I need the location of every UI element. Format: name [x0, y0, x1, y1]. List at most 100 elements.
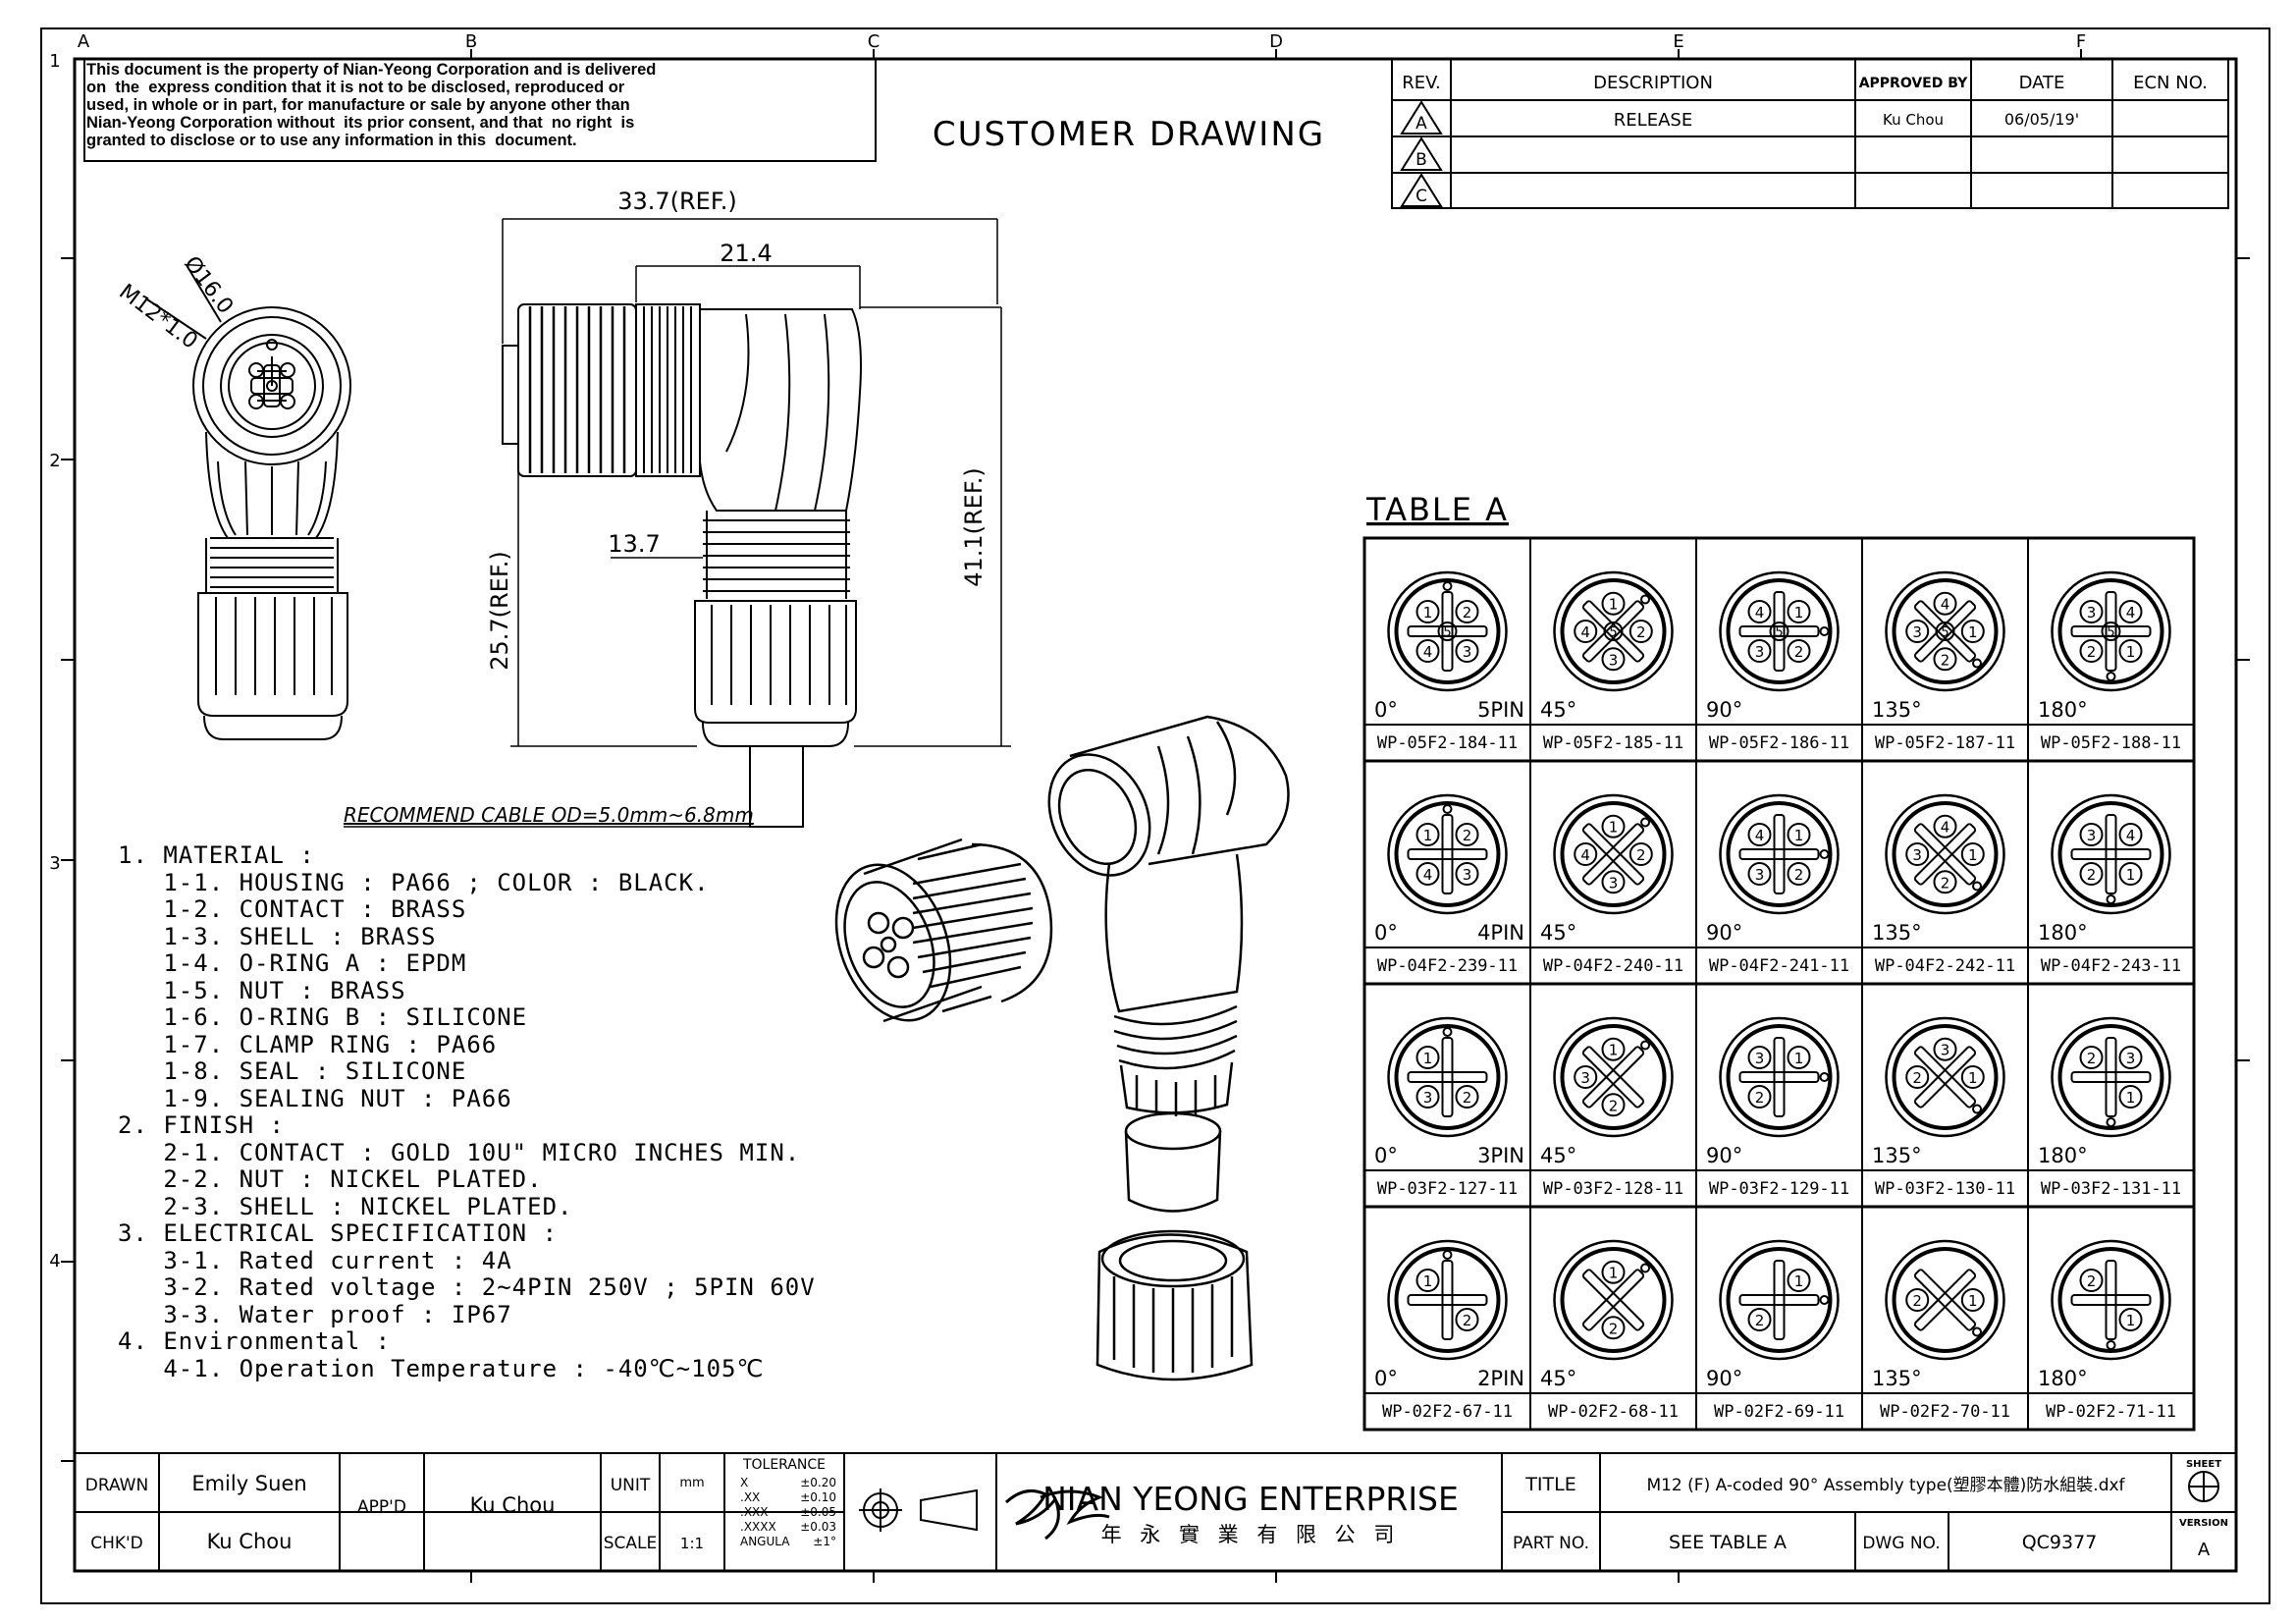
pin-number: 2	[1463, 827, 1472, 844]
face-outer-ring	[1719, 793, 1840, 915]
face-outer-ring	[1387, 793, 1508, 915]
chkd-label: CHK'D	[90, 1534, 143, 1553]
pin-contact	[2079, 1269, 2104, 1292]
orientation-angle: 0°	[1374, 1367, 1398, 1390]
insert-bar-v	[1913, 600, 1977, 663]
pin-contact	[1747, 1046, 1772, 1069]
pin-contact	[1415, 1269, 1440, 1292]
face-inner-ring	[2057, 801, 2164, 907]
pin-number: 5	[2107, 625, 2114, 640]
insert-bar-v	[1738, 625, 1820, 637]
title-label: TITLE	[1524, 1474, 1575, 1495]
revision-table	[1391, 58, 2229, 209]
face-inner-ring	[1394, 1024, 1501, 1130]
face-inner-ring	[2057, 578, 2164, 684]
orientation-angle: 135°	[1872, 1144, 1922, 1167]
face-outer-ring	[2051, 793, 2171, 915]
face-outer-ring	[1553, 1239, 1674, 1361]
pin-number: 3	[1941, 1042, 1950, 1059]
pin-count-label: 5PIN	[1477, 698, 1524, 722]
face-insert: 123	[1905, 1037, 1985, 1114]
pin-contact	[1960, 619, 1985, 643]
pin-number: 3	[2126, 1050, 2136, 1067]
face-outer-ring	[2051, 1016, 2171, 1138]
part-number: WP-05F2-186-11	[1709, 733, 1849, 753]
part-number: WP-02F2-67-11	[1382, 1402, 1513, 1422]
grid-letter-e: E	[1673, 31, 1683, 52]
pin-contact	[2079, 1046, 2104, 1069]
insert-bar-h	[2070, 625, 2152, 637]
pin-number: 4	[1580, 623, 1590, 641]
orientation-angle: 90°	[1706, 1367, 1742, 1390]
tolerance-value: ±0.20	[800, 1476, 836, 1489]
orientation-angle: 180°	[2038, 1367, 2088, 1390]
pin-contact	[1787, 823, 1811, 846]
pin-contact	[2079, 823, 2104, 846]
face-outer-ring	[1885, 1016, 2005, 1138]
dimension-lines	[344, 218, 1011, 828]
nut-length-dim: 21.4	[720, 240, 772, 267]
orientation-angle: 90°	[1706, 921, 1742, 945]
connector-face: 12	[2051, 1239, 2171, 1361]
pin-number: 4	[1755, 604, 1765, 622]
coding-key	[1442, 1027, 1453, 1037]
insert-bar-v	[1441, 1260, 1454, 1340]
insert-bar-v	[1738, 848, 1820, 860]
pin-number: 2	[1609, 1097, 1619, 1114]
tolerance-rows: X±0.20.XX±0.10.XXX±0.05.XXXX±0.03ANGULA±…	[740, 1476, 836, 1548]
pin-contact	[1747, 862, 1772, 886]
pin-number: 2	[1463, 604, 1472, 622]
part-number: WP-02F2-68-11	[1548, 1402, 1679, 1422]
pin-number: 2	[1755, 1089, 1765, 1107]
tolerance-label: TOLERANCE	[742, 1457, 826, 1473]
pin-number: 1	[1609, 1042, 1619, 1059]
pin-number: 3	[1463, 643, 1472, 661]
pin-contact	[1905, 1065, 1930, 1089]
grid-letter-b: B	[465, 31, 477, 52]
face-inner-ring	[1892, 1024, 1999, 1130]
pin-contact	[1769, 622, 1789, 641]
outer-border	[40, 27, 2270, 1604]
pin-contact	[1415, 1085, 1440, 1109]
pin-number: 3	[1755, 1050, 1765, 1067]
orientation-angle: 45°	[1540, 1367, 1576, 1390]
part-number: WP-03F2-128-11	[1543, 1179, 1683, 1199]
insert-bar-v	[1581, 600, 1645, 663]
pin-number: 1	[1609, 596, 1619, 614]
pin-number: 4	[1423, 866, 1433, 884]
pin-number: 1	[2126, 1089, 2136, 1107]
insert-bar-v	[1441, 1037, 1454, 1117]
grid-letter-a: A	[78, 31, 90, 52]
coding-key	[1972, 1326, 1983, 1337]
coding-key	[1640, 1040, 1651, 1051]
coding-key	[1819, 849, 1830, 859]
insert-bar-v	[1913, 1046, 1977, 1109]
pin-contact	[1960, 1065, 1985, 1089]
pin-number: 1	[2126, 643, 2136, 661]
connector-face: 123	[1719, 1016, 1840, 1138]
coding-key	[1819, 1295, 1830, 1305]
orientation-angle: 45°	[1540, 921, 1576, 945]
rev-header: REV.	[1402, 73, 1441, 93]
face-outer-ring	[2051, 1239, 2171, 1361]
pin-number: 1	[2126, 1312, 2136, 1329]
insert-bar-v	[2105, 814, 2117, 894]
connector-face: 123	[1553, 1016, 1674, 1138]
connector-face: 12	[1553, 1239, 1674, 1361]
pin-contact	[1787, 1046, 1811, 1069]
insert-bar-h	[1407, 625, 1488, 637]
pin-contact	[1601, 1093, 1626, 1117]
pin-number: 1	[1968, 1292, 1978, 1310]
face-inner-ring	[1394, 1247, 1501, 1353]
insert-bar-v	[2105, 591, 2117, 672]
overall-length-dim: 33.7(REF.)	[617, 188, 737, 215]
pin-contact	[1601, 647, 1626, 672]
